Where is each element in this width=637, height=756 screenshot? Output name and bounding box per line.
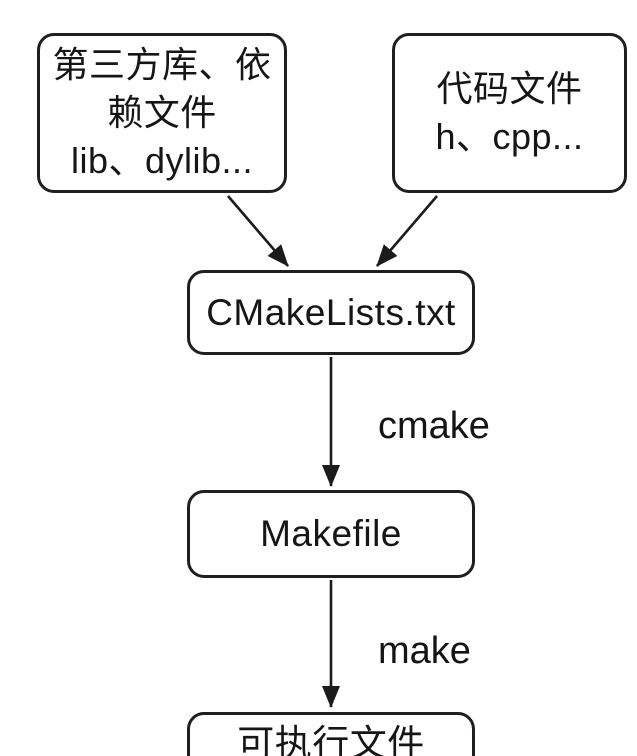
node-makefile: Makefile (187, 490, 475, 578)
node-code-files: 代码文件 h、cpp... (392, 33, 627, 193)
edge-label-make: make (378, 630, 471, 672)
edge-deps-to-cmakelists (227, 195, 289, 267)
node-third-party-deps: 第三方库、依 赖文件 lib、dylib... (37, 33, 287, 193)
node-makefile-label: Makefile (260, 513, 402, 554)
node-third-party-deps-line2: 赖文件 (107, 92, 217, 133)
node-executable-label: 可执行文件 (237, 723, 425, 756)
node-third-party-deps-line1: 第三方库、依 (52, 44, 272, 85)
node-third-party-deps-line3: lib、dylib... (70, 140, 254, 181)
edge-code-to-cmakelists (376, 195, 438, 267)
node-cmakelists-label: CMakeLists.txt (206, 291, 456, 333)
node-executable: 可执行文件 (187, 712, 475, 756)
node-cmakelists: CMakeLists.txt (187, 270, 475, 355)
edge-label-cmake: cmake (378, 405, 490, 447)
node-code-files-line2: h、cpp... (435, 116, 584, 157)
node-code-files-line1: 代码文件 (436, 68, 583, 109)
